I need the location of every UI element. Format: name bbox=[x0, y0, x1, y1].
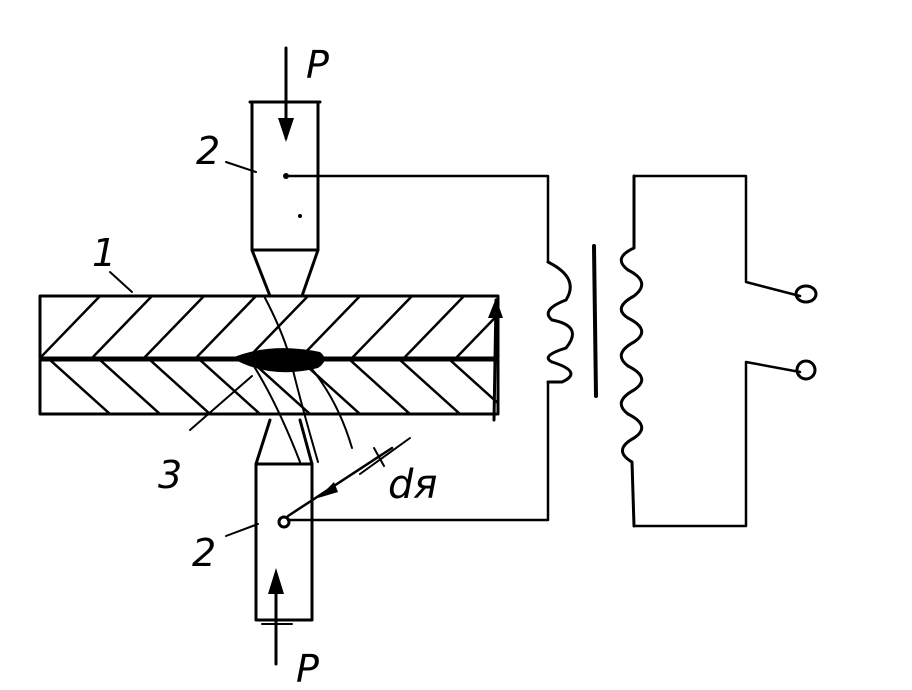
current-lines bbox=[249, 295, 353, 463]
weld-nugget bbox=[232, 348, 325, 373]
bottom-electrode bbox=[254, 418, 314, 622]
callout-leaders bbox=[109, 161, 259, 537]
force-label-bottom: P bbox=[296, 647, 319, 690]
weld-nugget-label: 3 bbox=[158, 453, 182, 497]
terminal-top bbox=[794, 284, 818, 304]
force-label-top: P bbox=[306, 43, 329, 87]
terminal-bottom bbox=[795, 359, 817, 381]
secondary-coil bbox=[546, 260, 574, 384]
workpiece-label: 1 bbox=[92, 231, 116, 275]
circuit-wires bbox=[284, 174, 550, 522]
upper-sheet-hatching bbox=[40, 296, 498, 358]
primary-coil bbox=[619, 174, 644, 528]
electrode-label-bottom: 2 bbox=[192, 531, 216, 575]
force-arrow-top bbox=[278, 46, 294, 142]
nugget-diameter-label: dя bbox=[388, 462, 437, 508]
transformer-core bbox=[592, 244, 598, 398]
force-arrow-bottom bbox=[261, 568, 293, 666]
nugget-diameter-dimension bbox=[286, 437, 411, 518]
transformer bbox=[546, 174, 818, 528]
primary-wires bbox=[632, 174, 802, 528]
electrode-label-top: 2 bbox=[196, 129, 220, 173]
